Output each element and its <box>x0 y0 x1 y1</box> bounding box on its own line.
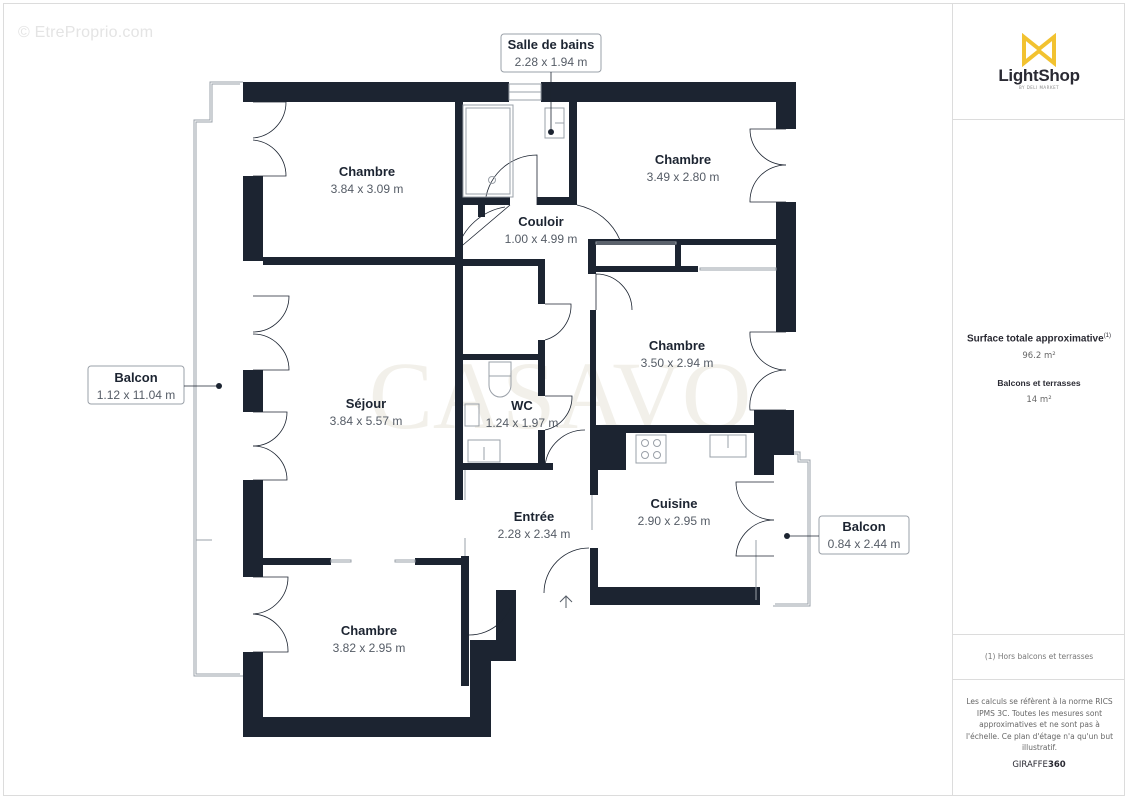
wc-sink <box>464 403 480 427</box>
room-label-balcon-2: Balcon 0.84 x 2.44 m <box>784 515 910 555</box>
room-label-balcon-1: Balcon 1.12 x 11.04 m <box>87 365 222 405</box>
logo-name: LightShop <box>998 66 1080 85</box>
stove <box>635 434 667 464</box>
svg-text:2.28 x 2.34 m: 2.28 x 2.34 m <box>498 527 571 541</box>
surface-title: Surface totale approximative(1) <box>966 333 1112 345</box>
room-label-couloir: Couloir 1.00 x 4.99 m <box>505 214 578 246</box>
fixtures <box>462 104 747 464</box>
svg-text:3.50 x 2.94 m: 3.50 x 2.94 m <box>641 356 714 370</box>
svg-text:3.84 x 5.57 m: 3.84 x 5.57 m <box>330 414 403 428</box>
windows <box>330 83 777 600</box>
room-label-chambre-1: Chambre 3.84 x 3.09 m <box>331 164 404 196</box>
svg-text:1.24 x 1.97 m: 1.24 x 1.97 m <box>486 416 559 430</box>
svg-text:Entrée: Entrée <box>514 509 554 524</box>
room-label-entree: Entrée 2.28 x 2.34 m <box>498 509 571 541</box>
svg-text:3.49 x 2.80 m: 3.49 x 2.80 m <box>647 170 720 184</box>
room-label-wc: WC 1.24 x 1.97 m <box>486 398 559 430</box>
balcony-outlines <box>193 81 811 677</box>
giraffe360-brand: GIRAFFE360 <box>1012 760 1066 770</box>
surface-value: 96.2 m² <box>1022 351 1056 361</box>
room-label-chambre-2: Chambre 3.49 x 2.80 m <box>647 152 720 184</box>
bathtub <box>462 104 514 198</box>
logo-tagline: BY DELI MARKET <box>1018 85 1060 90</box>
svg-text:Chambre: Chambre <box>649 338 705 353</box>
logo-section: LightShop BY DELI MARKET <box>953 3 1125 120</box>
svg-text:0.84 x 2.44 m: 0.84 x 2.44 m <box>828 537 901 551</box>
svg-text:Couloir: Couloir <box>518 214 564 229</box>
svg-text:Chambre: Chambre <box>339 164 395 179</box>
svg-text:3.84 x 3.09 m: 3.84 x 3.09 m <box>331 182 404 196</box>
balcony-value: 14 m² <box>1026 395 1052 405</box>
surface-section: Surface totale approximative(1) 96.2 m² … <box>953 121 1125 634</box>
svg-text:Chambre: Chambre <box>341 623 397 638</box>
floor-plan: CASAVO <box>87 33 910 737</box>
svg-text:1.00 x 4.99 m: 1.00 x 4.99 m <box>505 232 578 246</box>
balcony-title: Balcons et terrasses <box>997 378 1081 388</box>
disclaimer-text: Les calculs se réfèrent à la norme RICS … <box>965 697 1114 752</box>
watermark-etreproprio: © EtreProprio.com <box>18 24 154 41</box>
room-label-chambre-4: Chambre 3.82 x 2.95 m <box>333 623 406 655</box>
room-label-salle-de-bains: Salle de bains 2.28 x 1.94 m <box>500 33 602 135</box>
footnote-section: (1) Hors balcons et terrasses <box>953 634 1125 680</box>
entrance-arrow-icon <box>559 595 573 608</box>
lightshop-logo-icon <box>1022 33 1056 67</box>
doors <box>252 101 787 653</box>
disclaimer-section: Les calculs se réfèrent à la norme RICS … <box>953 680 1125 796</box>
svg-text:Séjour: Séjour <box>346 396 386 411</box>
svg-text:2.28 x 1.94 m: 2.28 x 1.94 m <box>515 55 588 69</box>
room-label-cuisine: Cuisine 2.90 x 2.95 m <box>638 496 711 528</box>
svg-text:WC: WC <box>511 398 533 413</box>
room-label-sejour: Séjour 3.84 x 5.57 m <box>330 396 403 428</box>
wc-cabinet <box>467 439 501 463</box>
svg-text:Chambre: Chambre <box>655 152 711 167</box>
page-frame <box>3 3 1125 796</box>
info-sidebar: LightShop BY DELI MARKET Surface totale … <box>952 3 1125 796</box>
room-label-chambre-3: Chambre 3.50 x 2.94 m <box>641 338 714 370</box>
svg-text:1.12 x 11.04 m: 1.12 x 11.04 m <box>97 388 176 402</box>
svg-text:Salle de bains: Salle de bains <box>508 37 595 52</box>
svg-text:Balcon: Balcon <box>114 370 157 385</box>
svg-text:3.82 x 2.95 m: 3.82 x 2.95 m <box>333 641 406 655</box>
surface-footnote-mark: (1) <box>1103 333 1112 339</box>
svg-text:Balcon: Balcon <box>842 519 885 534</box>
svg-text:Cuisine: Cuisine <box>651 496 698 511</box>
svg-text:2.90 x 2.95 m: 2.90 x 2.95 m <box>638 514 711 528</box>
walls <box>243 82 796 737</box>
footnote-text: (1) Hors balcons et terrasses <box>984 652 1094 661</box>
toilet-tank <box>488 361 512 377</box>
